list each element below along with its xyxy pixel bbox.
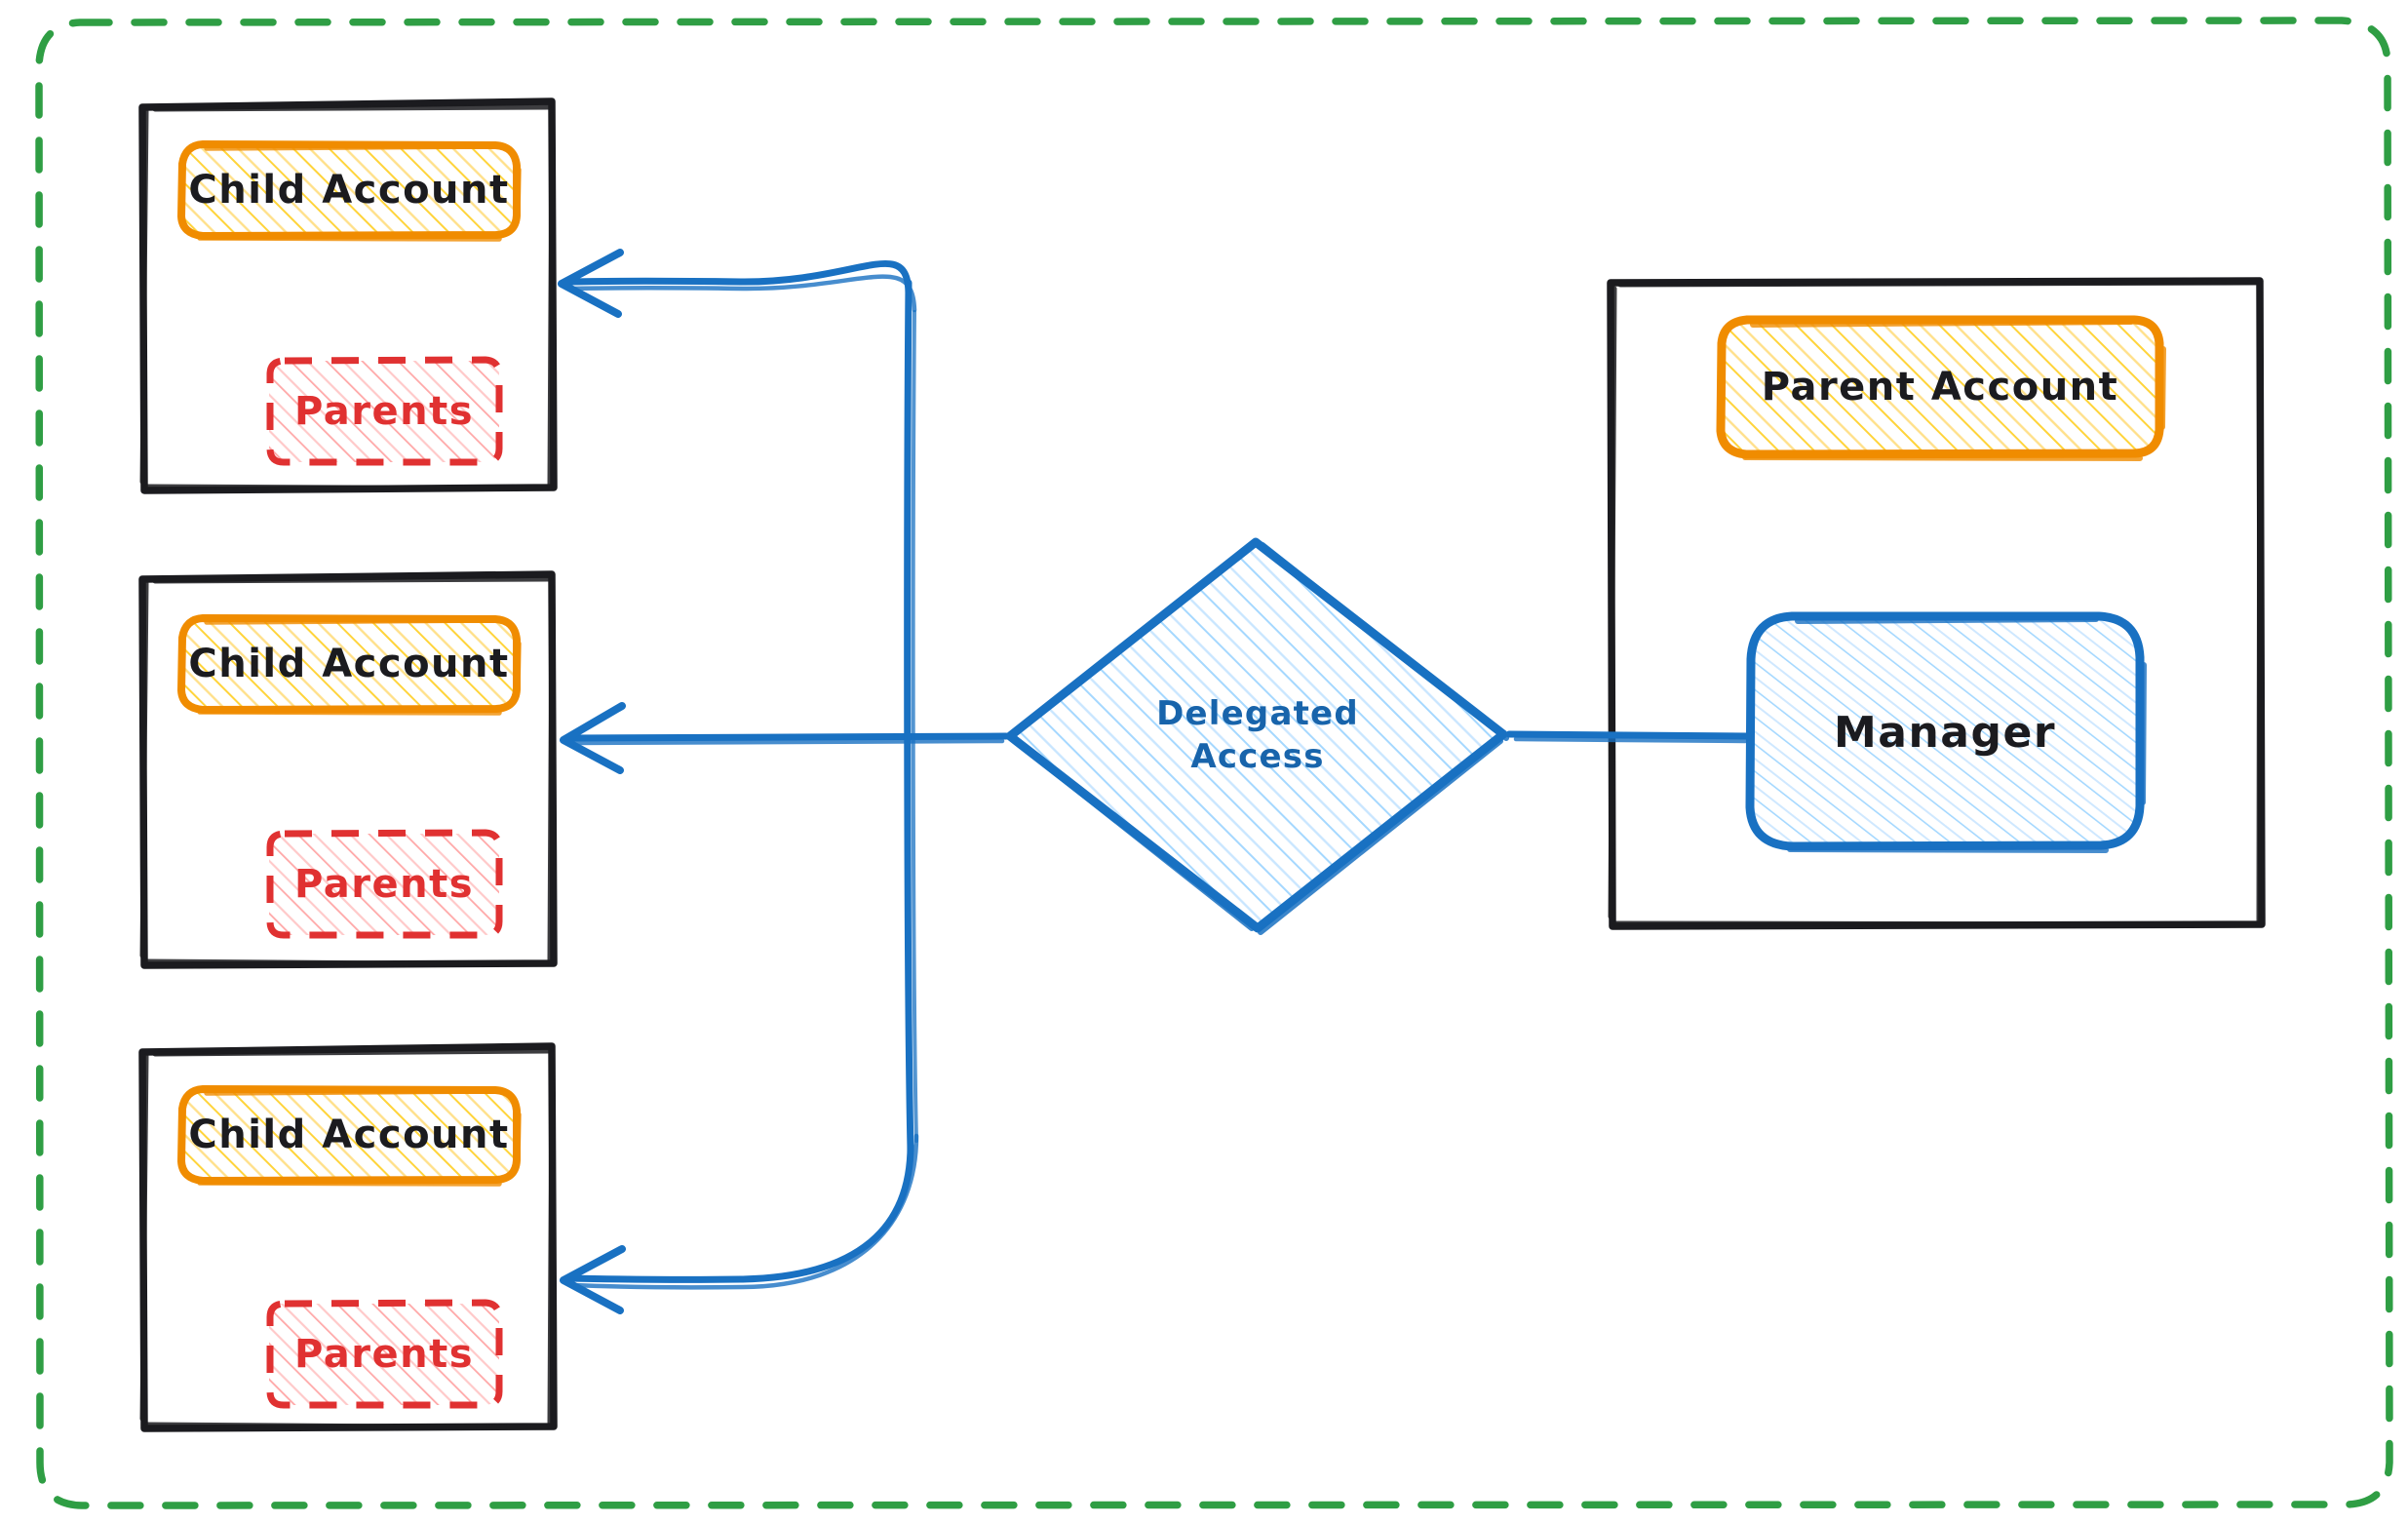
arrow-delegated-to-child-3[interactable] xyxy=(560,1133,919,1314)
child-account-container-1[interactable] xyxy=(138,98,558,494)
arrow-delegated-to-child-2[interactable] xyxy=(560,702,1010,774)
parents-node-3[interactable] xyxy=(266,1299,503,1409)
arrow-trunk-vertical xyxy=(904,279,918,1154)
child-account-node-3[interactable] xyxy=(177,1085,522,1187)
child-account-container-2[interactable] xyxy=(138,570,558,969)
arrow-delegated-to-child-1[interactable] xyxy=(558,249,917,318)
parents-node-1[interactable] xyxy=(266,356,503,466)
child-account-container-3[interactable] xyxy=(138,1042,558,1432)
parent-account-container[interactable] xyxy=(1607,277,2266,930)
child-account-node-1[interactable] xyxy=(177,140,522,242)
organization-boundary xyxy=(35,17,2393,1509)
parent-account-node[interactable] xyxy=(1716,315,2166,461)
child-account-node-2[interactable] xyxy=(177,614,522,716)
manager-node[interactable] xyxy=(1745,611,2147,853)
parents-node-2[interactable] xyxy=(266,829,503,939)
delegated-access-diamond[interactable] xyxy=(1005,537,1509,935)
connector-manager-to-delegated[interactable] xyxy=(1505,730,1752,744)
arrow-connectors-layer xyxy=(558,249,1752,1314)
